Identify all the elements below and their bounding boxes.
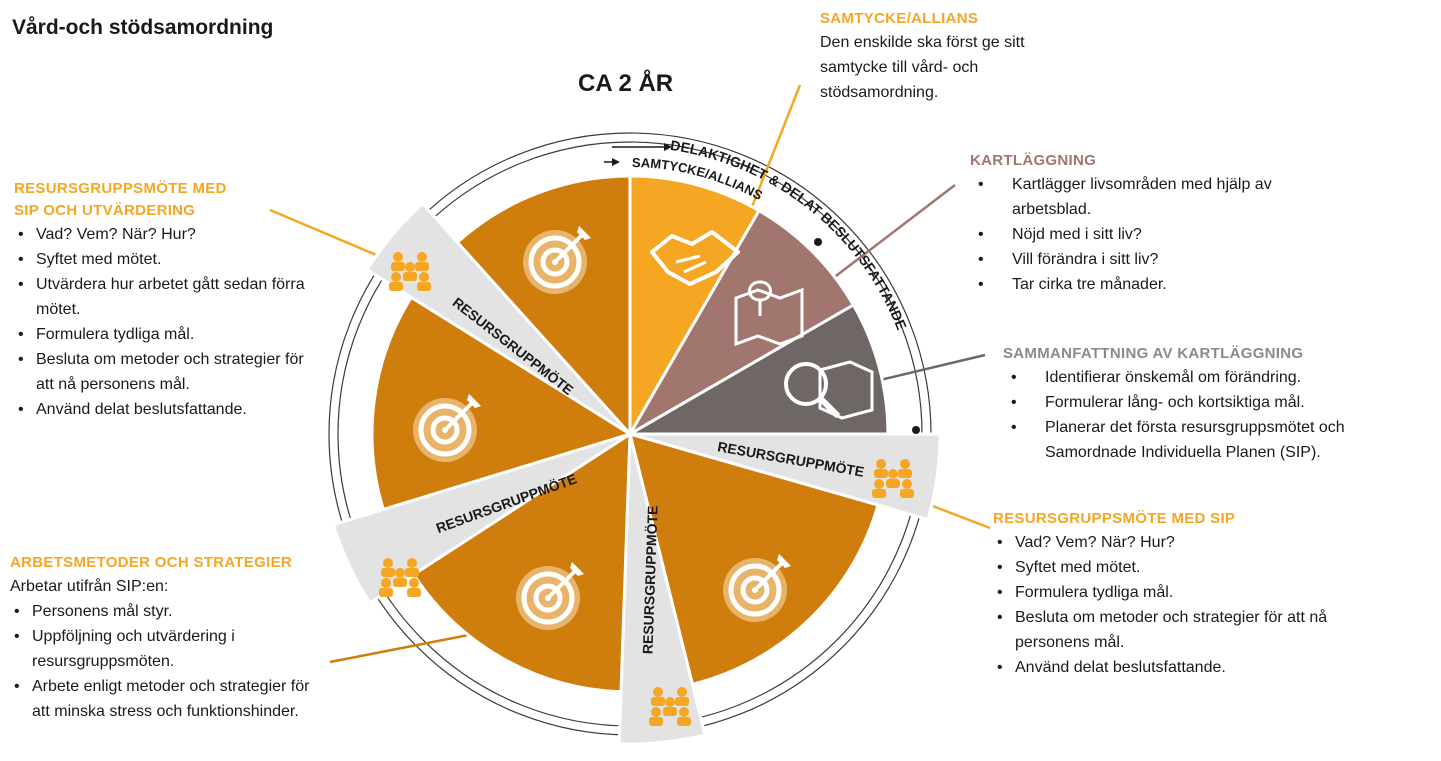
page-title: Vård-och stödsamordning — [12, 16, 274, 39]
target-icon — [523, 226, 591, 294]
target-icon — [723, 554, 791, 622]
list-item: Nöjd med i sitt liv? — [970, 222, 1280, 247]
leader-rgm-sip — [929, 503, 991, 530]
leader-sammanfattning — [879, 353, 986, 382]
list-item: Formulera tydliga mål. — [14, 322, 314, 347]
sector-work-north — [455, 174, 632, 438]
sector-samtycke — [628, 174, 762, 440]
list-item: Använd delat beslutsfattande. — [993, 655, 1353, 680]
people-group-icon — [389, 252, 431, 291]
sector-kartlaggning — [625, 208, 856, 439]
samtycke-line: Den enskilde ska först ge sitt — [820, 34, 1025, 51]
metoder-intro: Arbetar utifrån SIP:en: — [10, 578, 169, 595]
samtycke-heading: SAMTYCKE/ALLIANS — [820, 10, 979, 27]
samtycke-line: stödsamordning. — [820, 84, 939, 101]
panel-samtycke: SAMTYCKE/ALLIANS Den enskilde ska först … — [820, 8, 1110, 105]
panel-metoder: ARBETSMETODER OCH STRATEGIER Arbetar uti… — [10, 552, 330, 724]
wheel-sectors — [331, 174, 942, 746]
panel-rgm-sip: RESURSGRUPPSMÖTE MED SIP Vad? Vem? När? … — [993, 508, 1353, 680]
target-icon — [413, 394, 481, 462]
arc-dot-2 — [912, 426, 920, 434]
list-item: Formulerar lång- och kortsiktiga mål. — [1003, 390, 1433, 415]
list-item: Besluta om metoder och strategier för at… — [993, 605, 1353, 655]
list-item: Utvärdera hur arbetet gått sedan förra m… — [14, 272, 314, 322]
list-item: Personens mål styr. — [10, 599, 330, 624]
list-item: Identifierar önskemål om förändring. — [1003, 365, 1433, 390]
people-group-icon — [872, 459, 914, 498]
duration-label: CA 2 ÅR — [578, 70, 674, 97]
rgm-sip-heading: RESURSGRUPPSMÖTE MED SIP — [993, 510, 1236, 527]
wedge-meeting-south — [617, 433, 707, 746]
leader-kartlaggning — [827, 184, 956, 283]
arc-dot-1 — [814, 238, 822, 246]
list-item: Kartlägger livsområden med hjälp av arbe… — [970, 172, 1280, 222]
list-item: Uppföljning och utvärdering i resursgrup… — [10, 624, 330, 674]
magnifier-map-icon — [784, 360, 874, 420]
metoder-list: Personens mål styr. Uppföljning och utvä… — [10, 599, 330, 724]
people-group-icon — [379, 558, 421, 597]
target-icon — [516, 562, 584, 630]
sammanfattning-list: Identifierar önskemål om förändring. For… — [1003, 365, 1433, 465]
metoder-heading: ARBETSMETODER OCH STRATEGIER — [10, 554, 293, 571]
panel-sammanfattning: SAMMANFATTNING AV KARTLÄGGNING Identifie… — [1003, 343, 1433, 465]
list-item: Formulera tydliga mål. — [993, 580, 1353, 605]
people-group-icon — [649, 687, 691, 726]
arrowhead-outer-icon — [664, 143, 672, 151]
list-item: Planerar det första resursgruppsmötet oc… — [1003, 415, 1433, 465]
handshake-icon — [650, 230, 740, 286]
kartlaggning-heading: KARTLÄGGNING — [970, 152, 1097, 169]
list-item: Vad? Vem? När? Hur? — [14, 222, 314, 247]
arrowhead-inner-icon — [612, 158, 620, 166]
list-item: Syftet med mötet. — [993, 555, 1353, 580]
meeting-label-south: RESURSGRUPPMÖTE — [639, 505, 660, 654]
samtycke-line: samtycke till vård- och — [820, 59, 979, 76]
list-item: Syftet med mötet. — [14, 247, 314, 272]
panel-kartlaggning: KARTLÄGGNING Kartlägger livsområden med … — [970, 150, 1280, 297]
rgm-sip-list: Vad? Vem? När? Hur? Syftet med mötet. Fo… — [993, 530, 1353, 680]
rgm-sip-utv-heading-2: SIP OCH UTVÄRDERING — [14, 202, 196, 219]
kartlaggning-list: Kartlägger livsområden med hjälp av arbe… — [970, 172, 1280, 297]
wedge-meeting-northwest — [365, 201, 632, 436]
panel-rgm-sip-utvardering: RESURSGRUPPSMÖTE MED SIP OCH UTVÄRDERING… — [14, 178, 314, 422]
sector-work-southwest — [411, 431, 632, 694]
list-item: Besluta om metoder och strategier för at… — [14, 347, 314, 397]
rgm-sip-utv-heading-1: RESURSGRUPPSMÖTE MED — [14, 180, 227, 197]
sammanfattning-heading: SAMMANFATTNING AV KARTLÄGGNING — [1003, 345, 1304, 362]
map-pin-icon — [734, 280, 804, 347]
list-item: Tar cirka tre månader. — [970, 272, 1280, 297]
list-item: Använd delat beslutsfattande. — [14, 397, 314, 422]
list-item: Vad? Vem? När? Hur? — [993, 530, 1353, 555]
rgm-sip-utv-list: Vad? Vem? När? Hur? Syftet med mötet. Ut… — [14, 222, 314, 422]
list-item: Arbete enligt metoder och strategier för… — [10, 674, 330, 724]
list-item: Vill förändra i sitt liv? — [970, 247, 1280, 272]
wheel-icons — [379, 226, 914, 726]
